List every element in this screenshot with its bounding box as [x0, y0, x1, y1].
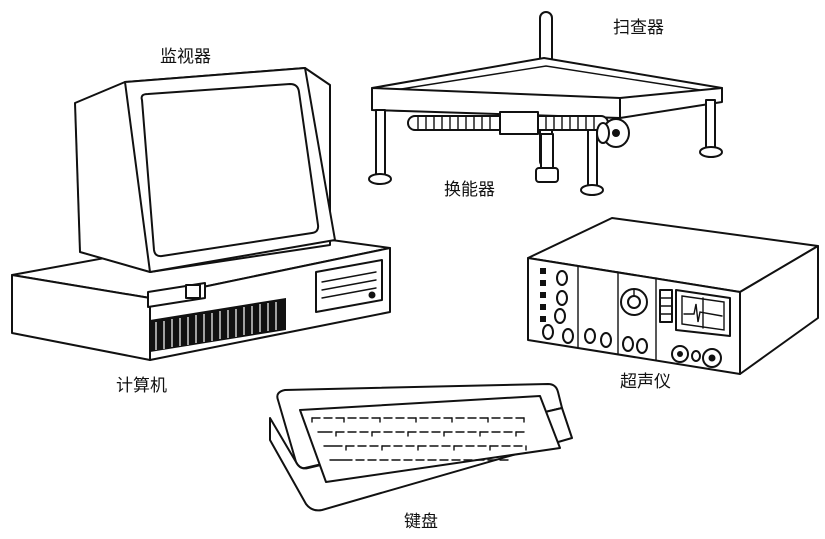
- scanner-leg-3: [705, 99, 716, 151]
- power-button: [185, 284, 201, 299]
- drive-bay: [315, 259, 383, 313]
- label-transducer: 换能器: [444, 180, 495, 200]
- lead-screw-threads: [417, 116, 595, 130]
- key-rows: [311, 417, 527, 461]
- label-keyboard: 键盘: [404, 512, 438, 532]
- toggle-switches: [542, 270, 648, 354]
- label-scanner: 扫查器: [613, 18, 664, 38]
- label-monitor: 监视器: [160, 47, 211, 67]
- monitor-illustration: [74, 67, 336, 273]
- monitor-screen: [140, 83, 320, 258]
- label-ultrasound: 超声仪: [620, 372, 671, 392]
- scanner-carriage: [499, 111, 539, 135]
- vent-grille: [150, 298, 286, 352]
- label-computer: 计算机: [116, 376, 167, 396]
- transducer-rod: [540, 133, 554, 173]
- scanner-illustration: [368, 11, 723, 196]
- scanner-side-edge: [619, 87, 723, 119]
- scanner-leg-1: [375, 109, 386, 177]
- transducer: [535, 167, 559, 183]
- keyboard-illustration: [269, 383, 573, 512]
- ultrasound-illustration: [527, 217, 819, 375]
